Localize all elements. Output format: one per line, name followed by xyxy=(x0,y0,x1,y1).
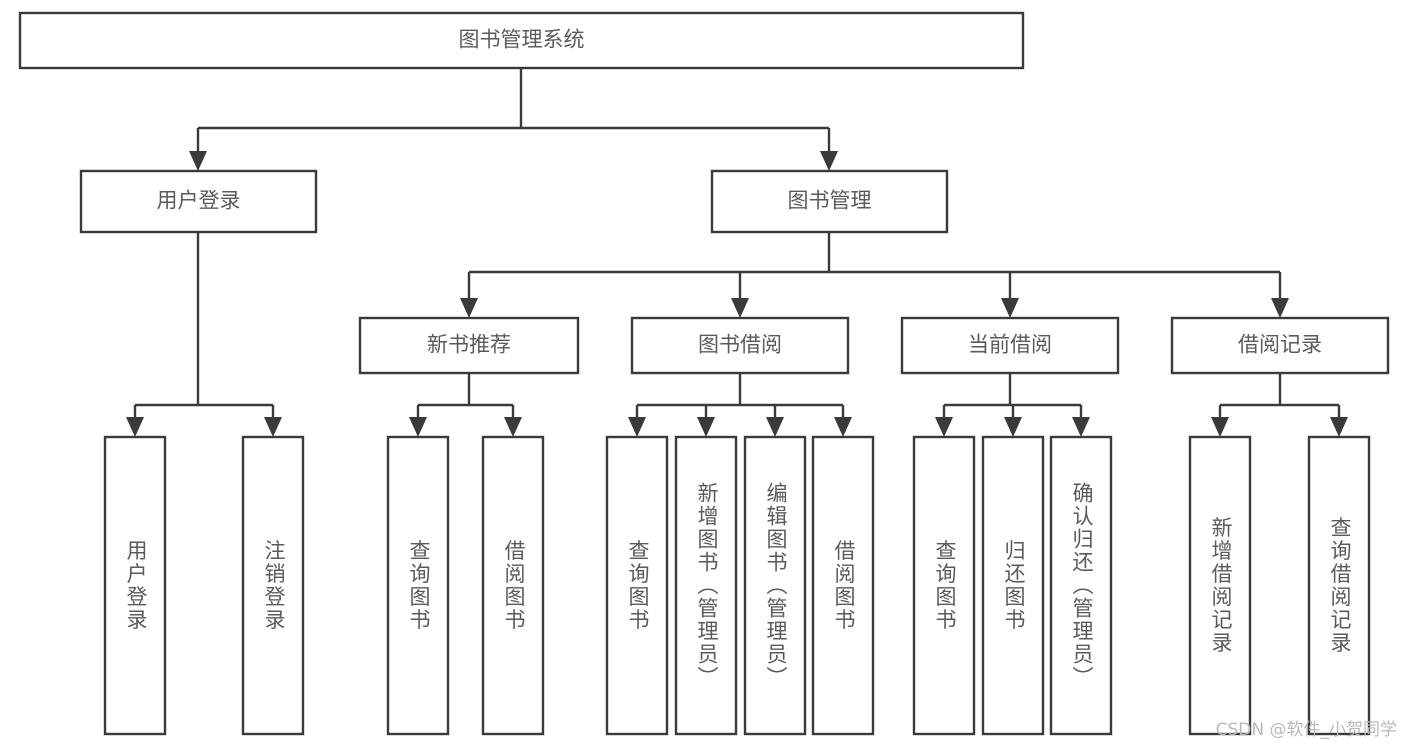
node-root[interactable]: 图书管理系统 xyxy=(18,11,1025,70)
node-label-borrow-record: 借阅记录 xyxy=(1238,333,1322,357)
node-rect-user-login[interactable] xyxy=(79,169,318,234)
connector-arrowhead xyxy=(189,151,207,171)
node-rect-leaf-query-borrow-record[interactable] xyxy=(1307,435,1371,736)
leaf-node-leaf-confirm-return-admin[interactable]: 确认归还（管理员） xyxy=(1049,435,1113,736)
node-rect-leaf-add-borrow-record[interactable] xyxy=(1188,435,1252,736)
connector-layer xyxy=(126,68,1348,437)
node-borrow-record[interactable]: 借阅记录 xyxy=(1170,316,1390,375)
node-rect-leaf-query-book-borrow[interactable] xyxy=(605,435,669,736)
node-label-leaf-logout: 注销登录 xyxy=(262,540,286,632)
node-rect-book-borrow[interactable] xyxy=(630,316,850,375)
leaf-node-leaf-query-borrow-record[interactable]: 查询借阅记录 xyxy=(1307,435,1371,736)
node-rect-leaf-return-book[interactable] xyxy=(981,435,1045,736)
node-label-leaf-confirm-return-admin: 确认归还（管理员） xyxy=(1070,482,1094,689)
connector-arrowhead xyxy=(697,417,715,437)
node-rect-leaf-borrow-book-recommend[interactable] xyxy=(481,435,545,736)
node-rect-current-borrow[interactable] xyxy=(900,316,1120,375)
node-rect-book-management[interactable] xyxy=(710,169,949,234)
node-rect-new-book-recommend[interactable] xyxy=(358,316,580,375)
connector-arrowhead xyxy=(820,151,838,171)
node-label-root: 图书管理系统 xyxy=(459,28,585,52)
node-rect-leaf-user-login[interactable] xyxy=(103,435,167,736)
leaf-node-leaf-borrow-book-recommend[interactable]: 借阅图书 xyxy=(481,435,545,736)
node-label-book-borrow: 图书借阅 xyxy=(698,333,782,357)
node-rect-leaf-logout[interactable] xyxy=(241,435,305,736)
leaf-node-leaf-return-book[interactable]: 归还图书 xyxy=(981,435,1045,736)
connector-root-to-level2 xyxy=(189,68,838,171)
connector-arrowhead xyxy=(628,417,646,437)
connector-arrowhead xyxy=(1211,417,1229,437)
connector-book-borrow-to-leaves xyxy=(628,373,852,437)
node-label-current-borrow: 当前借阅 xyxy=(968,333,1052,357)
leaf-node-leaf-borrow-book[interactable]: 借阅图书 xyxy=(811,435,875,736)
connector-arrowhead xyxy=(1330,417,1348,437)
connector-current-borrow-to-leaves xyxy=(935,373,1090,437)
connector-arrowhead xyxy=(460,298,478,318)
node-user-login[interactable]: 用户登录 xyxy=(79,169,318,234)
leaf-node-leaf-query-book-borrow[interactable]: 查询图书 xyxy=(605,435,669,736)
node-rect-leaf-borrow-book[interactable] xyxy=(811,435,875,736)
connector-arrowhead xyxy=(935,417,953,437)
connector-arrowhead xyxy=(409,417,427,437)
connector-arrowhead xyxy=(1271,298,1289,318)
node-rect-leaf-query-book-recommend[interactable] xyxy=(386,435,450,736)
connector-user-login-to-leaves xyxy=(126,232,282,437)
node-rect-leaf-edit-book-admin[interactable] xyxy=(743,435,807,736)
node-current-borrow[interactable]: 当前借阅 xyxy=(900,316,1120,375)
leaf-node-leaf-user-login[interactable]: 用户登录 xyxy=(103,435,167,736)
node-rect-leaf-confirm-return-admin[interactable] xyxy=(1049,435,1113,736)
node-label-new-book-recommend: 新书推荐 xyxy=(427,333,511,357)
connector-arrowhead xyxy=(264,417,282,437)
connector-arrowhead xyxy=(731,298,749,318)
node-new-book-recommend[interactable]: 新书推荐 xyxy=(358,316,580,375)
connector-arrowhead xyxy=(1072,417,1090,437)
connector-arrowhead xyxy=(504,417,522,437)
node-layer: 图书管理系统用户登录图书管理新书推荐图书借阅当前借阅借阅记录用户登录注销登录查询… xyxy=(18,11,1390,736)
connector-management-to-level3 xyxy=(460,232,1289,318)
leaf-node-leaf-add-book-admin[interactable]: 新增图书（管理员） xyxy=(674,435,738,736)
leaf-node-leaf-edit-book-admin[interactable]: 编辑图书（管理员） xyxy=(743,435,807,736)
connector-new-book-recommend-to-leaves xyxy=(409,373,522,437)
node-rect-root[interactable] xyxy=(18,11,1025,70)
node-rect-leaf-add-book-admin[interactable] xyxy=(674,435,738,736)
connector-arrowhead xyxy=(1001,298,1019,318)
node-label-leaf-edit-book-admin: 编辑图书（管理员） xyxy=(764,482,788,689)
node-book-borrow[interactable]: 图书借阅 xyxy=(630,316,850,375)
node-label-leaf-add-book-admin: 新增图书（管理员） xyxy=(695,482,719,689)
node-book-management[interactable]: 图书管理 xyxy=(710,169,949,234)
leaf-node-leaf-logout[interactable]: 注销登录 xyxy=(241,435,305,736)
leaf-node-leaf-query-book-current[interactable]: 查询图书 xyxy=(912,435,976,736)
csdn-watermark: CSDN @软件_小贺同学 xyxy=(1215,720,1397,740)
node-rect-borrow-record[interactable] xyxy=(1170,316,1390,375)
node-label-leaf-user-login: 用户登录 xyxy=(124,540,148,632)
node-label-leaf-add-borrow-record: 新增借阅记录 xyxy=(1209,517,1233,655)
node-label-leaf-query-book-current: 查询图书 xyxy=(933,540,957,632)
connector-arrowhead xyxy=(1004,417,1022,437)
node-label-leaf-query-book-borrow: 查询图书 xyxy=(626,540,650,632)
leaf-node-leaf-add-borrow-record[interactable]: 新增借阅记录 xyxy=(1188,435,1252,736)
node-label-book-management: 图书管理 xyxy=(788,189,872,213)
connector-arrowhead xyxy=(766,417,784,437)
node-label-leaf-return-book: 归还图书 xyxy=(1002,540,1026,632)
connector-arrowhead xyxy=(834,417,852,437)
node-label-leaf-query-borrow-record: 查询借阅记录 xyxy=(1328,517,1352,655)
node-label-leaf-query-book-recommend: 查询图书 xyxy=(407,540,431,632)
node-label-leaf-borrow-book-recommend: 借阅图书 xyxy=(502,540,526,632)
node-label-user-login: 用户登录 xyxy=(157,189,241,213)
leaf-node-leaf-query-book-recommend[interactable]: 查询图书 xyxy=(386,435,450,736)
node-rect-leaf-query-book-current[interactable] xyxy=(912,435,976,736)
node-label-leaf-borrow-book: 借阅图书 xyxy=(832,540,856,632)
connector-borrow-record-to-leaves xyxy=(1211,373,1348,437)
connector-arrowhead xyxy=(126,417,144,437)
